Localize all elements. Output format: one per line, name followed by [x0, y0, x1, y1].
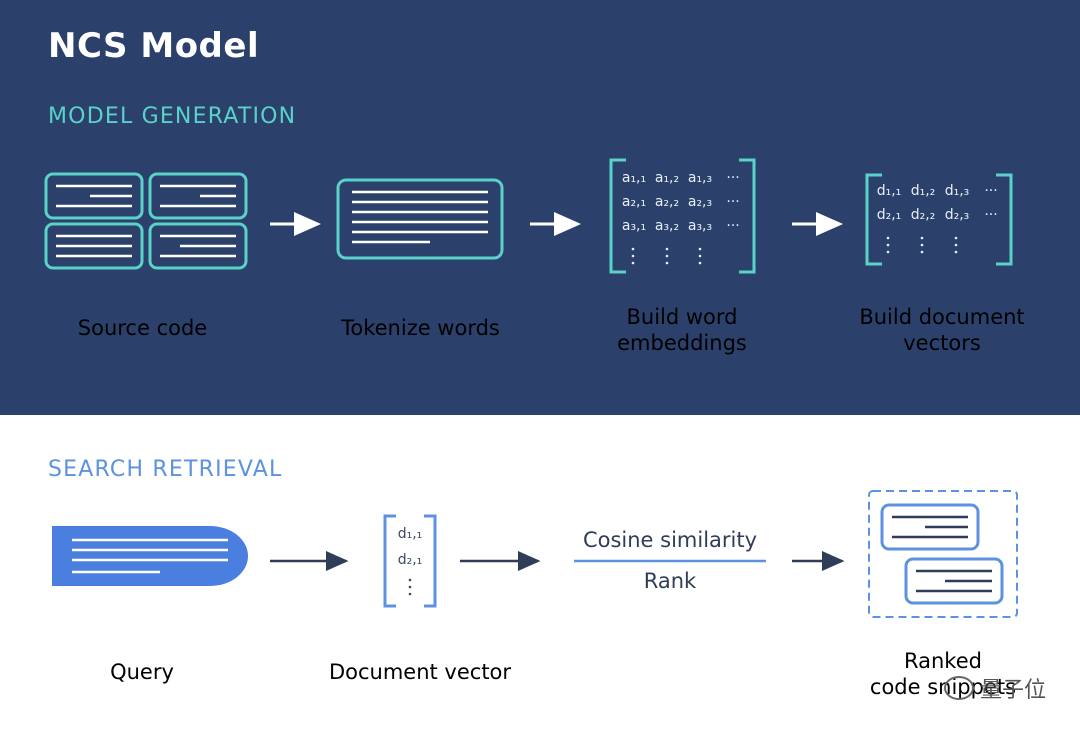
word-matrix-left-bracket [609, 158, 626, 274]
word-matrix-vdots [631, 247, 702, 265]
query-document-vector: d₁,₁ d₂,₁ [398, 526, 423, 568]
doc-matrix-cell: ··· [984, 183, 997, 199]
watermark-text: 量子位 [979, 678, 1046, 703]
tokenize-icon [336, 178, 504, 260]
word-matrix-cell: a₂,₁ [622, 194, 646, 210]
query-vector-cell: d₂,₁ [398, 552, 423, 568]
word-matrix-cell: a₃,₃ [688, 218, 712, 234]
step-word-embeddings-label: Build word embeddings [592, 304, 772, 356]
model-generation-heading: MODEL GENERATION [48, 104, 297, 129]
doc-matrix-left-bracket [865, 173, 882, 266]
word-matrix-cell: a₂,₃ [688, 194, 712, 210]
step-ranked-snippets-line1: Ranked [904, 649, 982, 673]
source-code-lines [56, 184, 236, 258]
document-vector-matrix: d₁,₁ d₁,₂ d₁,₃ ··· d₂,₁ d₂,₂ d₂,₃ ··· [877, 183, 998, 223]
query-vector-cell: d₁,₁ [398, 526, 423, 542]
step-ranked-snippets-line2: code snippets [869, 675, 1017, 699]
query-vector-left-bracket [383, 514, 396, 608]
source-code-icon [44, 172, 248, 270]
doc-matrix-cell: d₁,₂ [911, 183, 936, 199]
word-matrix-cell: a₁,₃ [688, 170, 712, 186]
word-matrix-cell: ··· [726, 194, 739, 210]
doc-matrix-right-bracket [996, 173, 1013, 266]
cosine-similarity-label: Cosine similarity [582, 528, 758, 552]
query-lines [72, 538, 228, 574]
search-retrieval-heading: SEARCH RETRIEVAL [48, 457, 283, 482]
word-matrix-cell: a₃,₂ [655, 218, 679, 234]
wechat-icon [943, 676, 974, 700]
doc-matrix-cell: d₂,₂ [911, 207, 936, 223]
snippet-2-icon [904, 557, 1004, 605]
step-source-code-label: Source code [77, 316, 208, 340]
query-vector-vdots [408, 578, 412, 596]
step-document-vectors-label: Build document vectors [846, 304, 1038, 356]
doc-matrix-cell: d₂,₁ [877, 207, 902, 223]
word-matrix-right-bracket [739, 158, 756, 274]
step-word-embeddings-line2: embeddings [617, 331, 747, 355]
word-matrix-cell: a₁,₂ [655, 170, 679, 186]
query-vector-right-bracket [424, 514, 437, 608]
step-tokenize-label: Tokenize words [341, 316, 500, 340]
word-matrix-cell: ··· [726, 218, 739, 234]
step-document-vector-label: Document vector [328, 660, 512, 684]
word-matrix-cell: ··· [726, 170, 739, 186]
step-word-embeddings-line1: Build word [626, 305, 738, 329]
word-matrix-cell: a₃,₁ [622, 218, 646, 234]
doc-matrix-cell: d₂,₃ [945, 207, 970, 223]
word-matrix-cell: a₂,₂ [655, 194, 679, 210]
step-document-vectors-line2: vectors [903, 331, 981, 355]
step-document-vectors-line1: Build document [859, 305, 1025, 329]
snippet-1-icon [880, 503, 980, 551]
doc-matrix-cell: d₁,₁ [877, 183, 902, 199]
word-matrix-cell: a₁,₁ [622, 170, 646, 186]
doc-matrix-cell: d₁,₃ [945, 183, 970, 199]
doc-matrix-cell: ··· [984, 207, 997, 223]
model-generation-panel [0, 0, 1080, 415]
snippet-lines [892, 515, 992, 593]
tokenize-lines [352, 190, 488, 244]
watermark: 量子位 [943, 672, 1046, 704]
step-query-label: Query [110, 660, 174, 684]
word-embedding-matrix: a₁,₁ a₁,₂ a₁,₃ ··· a₂,₁ a₂,₂ a₂,₃ ··· a₃,₁ a₃,₂ a₃… [622, 170, 740, 234]
rank-label: Rank [643, 569, 697, 593]
doc-matrix-vdots [886, 236, 958, 254]
query-icon [52, 526, 248, 586]
step-ranked-snippets-label: Ranked code snippets [858, 648, 1028, 700]
diagram-title: NCS Model [48, 26, 260, 66]
ranked-snippets-frame [868, 490, 1018, 618]
